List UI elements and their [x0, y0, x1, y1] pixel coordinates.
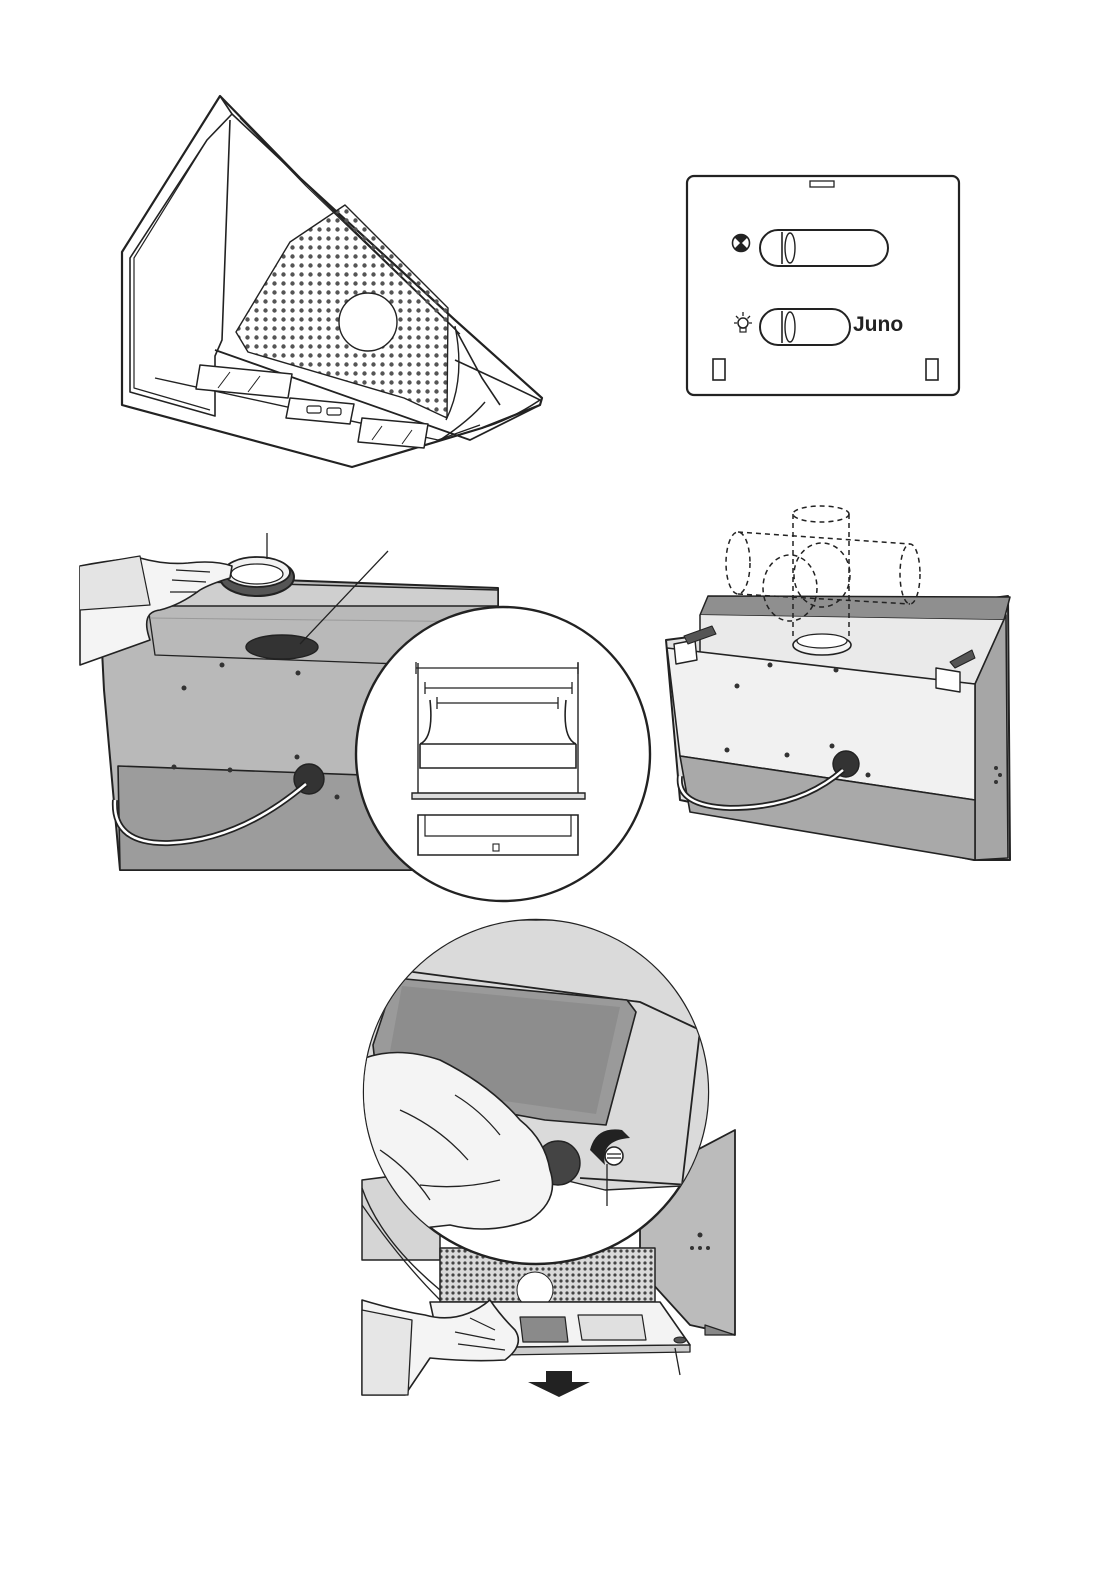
panel-clip-right	[926, 359, 938, 380]
fan-switch[interactable]	[760, 230, 888, 266]
control-panel-figure: Juno	[687, 176, 959, 395]
panel-slot	[810, 181, 834, 187]
brand-logo: Juno	[853, 313, 903, 336]
fan-icon	[733, 234, 750, 251]
control-panel-plate	[687, 176, 959, 395]
duct-options-figure	[666, 506, 1010, 860]
hood-overview-figure	[122, 96, 542, 467]
duct-dimensions-detail	[356, 607, 650, 901]
light-switch[interactable]	[760, 309, 850, 345]
down-arrow-icon	[528, 1371, 590, 1397]
panel-clip-left	[713, 359, 725, 380]
